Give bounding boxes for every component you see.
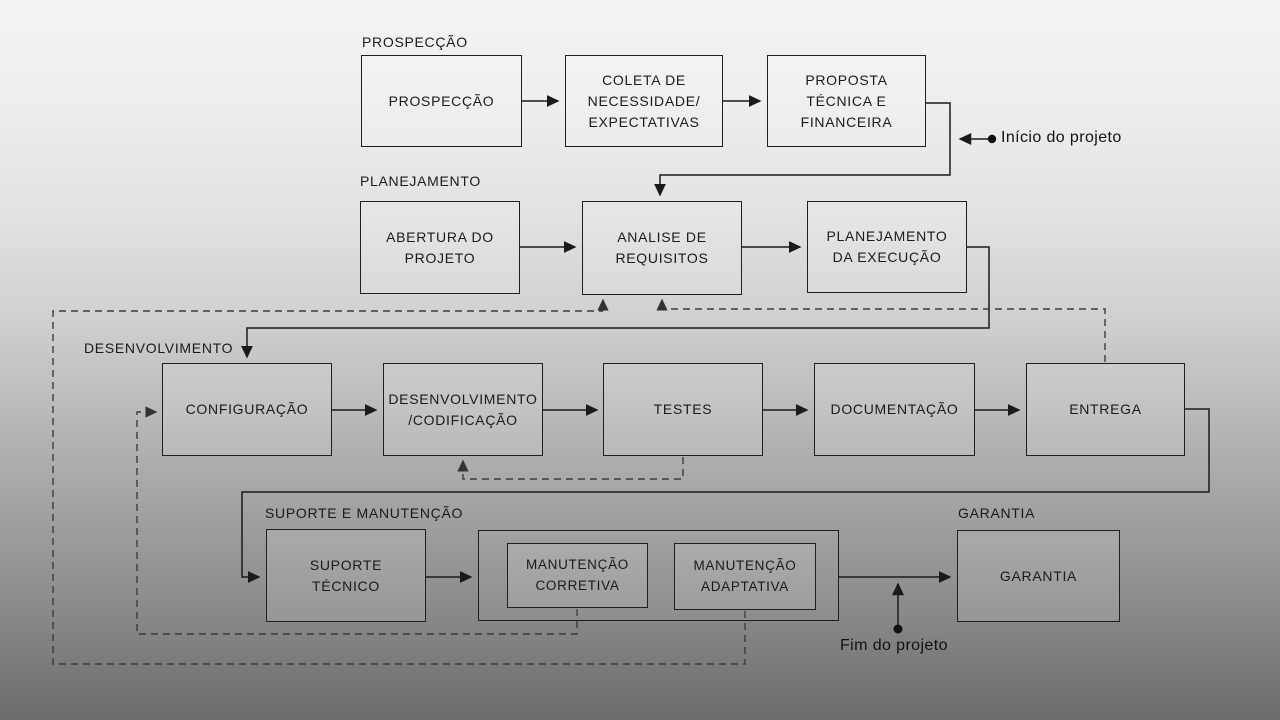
node-prospeccao: PROSPECÇÃO <box>361 55 522 147</box>
node-desenvolvimento: DESENVOLVIMENTO /CODIFICAÇÃO <box>383 363 543 456</box>
feedback-testes-desenvolvimento <box>457 457 684 480</box>
feedback-corretiva-configuracao <box>136 406 578 635</box>
node-testes: TESTES <box>603 363 763 456</box>
node-garantia: GARANTIA <box>957 530 1120 622</box>
node-planejamento: PLANEJAMENTO DA EXECUÇÃO <box>807 201 967 293</box>
node-analise: ANALISE DE REQUISITOS <box>582 201 742 295</box>
connector-planejamento-configuracao <box>241 246 990 359</box>
manutencao-group-box <box>478 530 839 621</box>
node-suporte-tecnico: SUPORTE TÉCNICO <box>266 529 426 622</box>
node-configuracao: CONFIGURAÇÃO <box>162 363 332 456</box>
section-label-desenvolvimento: DESENVOLVIMENTO <box>84 340 234 356</box>
node-entrega: ENTREGA <box>1026 363 1185 456</box>
feedback-entrega-analise-line <box>662 308 1106 362</box>
inicio-do-projeto-dot <box>987 134 997 144</box>
section-label-planejamento: PLANEJAMENTO <box>360 173 481 189</box>
connector-entrega-suporte <box>241 408 1210 583</box>
node-manutencao-corretiva: MANUTENÇÃO CORRETIVA <box>507 543 648 608</box>
node-manutencao-adaptativa: MANUTENÇÃO ADAPTATIVA <box>674 543 816 610</box>
node-documentacao: DOCUMENTAÇÃO <box>814 363 975 456</box>
connector-proposta-analise <box>654 102 951 197</box>
section-label-garantia: GARANTIA <box>958 505 1036 521</box>
fim-do-projeto-dot <box>893 624 903 634</box>
fim-do-projeto-label: Fim do projeto <box>840 637 948 654</box>
feedback-adaptativa-analise-line <box>52 310 746 665</box>
inicio-do-projeto-label: Início do projeto <box>1001 129 1122 146</box>
section-label-prospeccao: PROSPECÇÃO <box>362 34 468 50</box>
node-proposta: PROPOSTA TÉCNICA E FINANCEIRA <box>767 55 926 147</box>
node-coleta: COLETA DE NECESSIDADE/ EXPECTATIVAS <box>565 55 723 147</box>
node-abertura: ABERTURA DO PROJETO <box>360 201 520 294</box>
section-label-suporte: SUPORTE E MANUTENÇÃO <box>265 505 464 521</box>
